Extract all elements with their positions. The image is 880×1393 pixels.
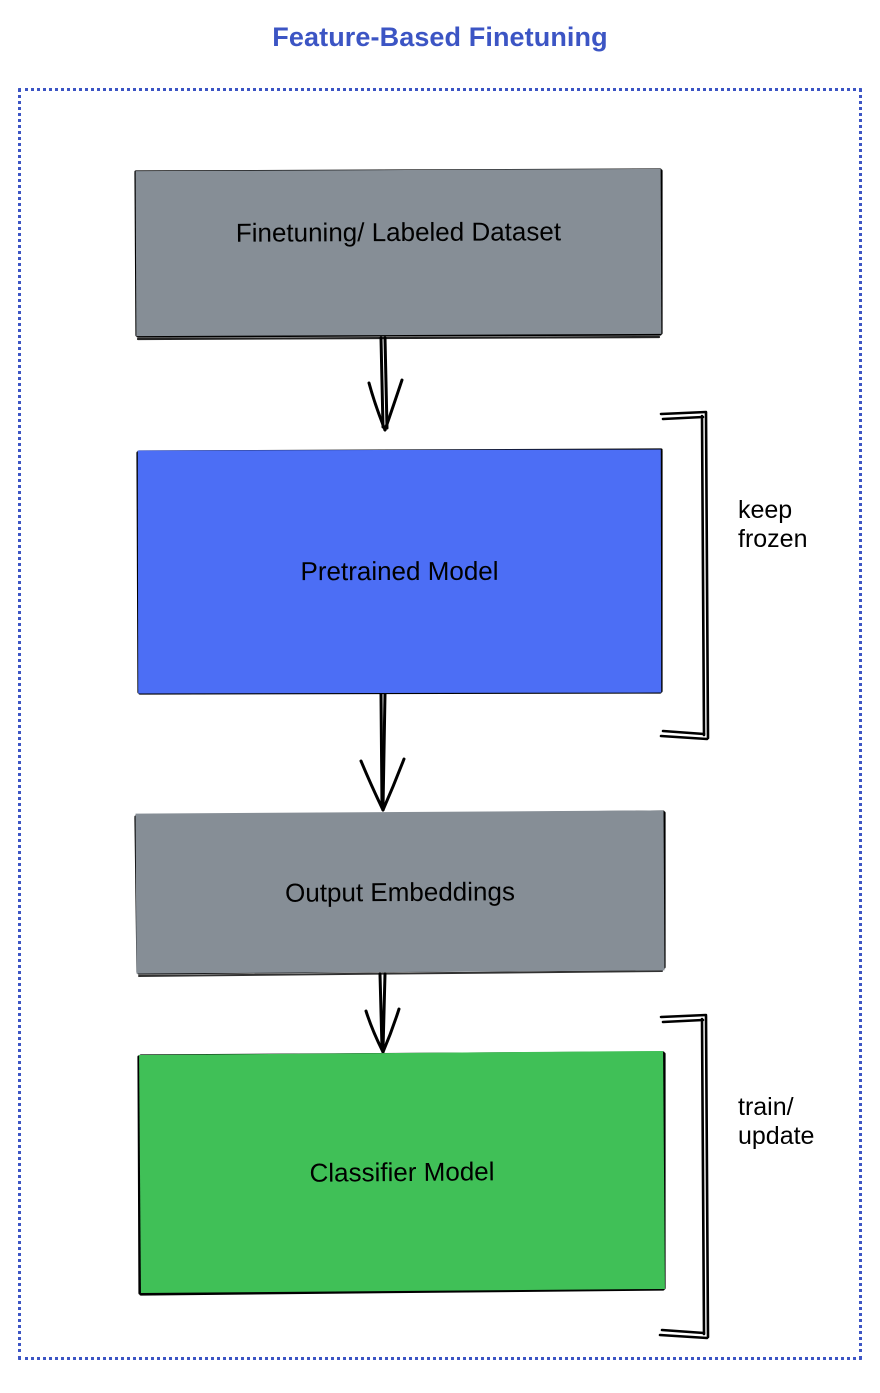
arrow-embeddings-to-classifier <box>364 972 401 1054</box>
annotation-keep-frozen: keep frozen <box>738 496 808 553</box>
node-label-classifier: Classifier Model <box>309 1155 495 1188</box>
annotation-train-update: train/ update <box>738 1093 815 1150</box>
node-classifier-model[interactable]: Classifier Model <box>139 1050 665 1294</box>
node-pretrained-model[interactable]: Pretrained Model <box>137 449 662 694</box>
arrow-dataset-to-pretrained <box>367 336 404 432</box>
node-label-dataset: Finetuning/ Labeled Dataset <box>235 216 562 248</box>
keep-frozen-bracket <box>659 410 710 741</box>
page-title: Feature-Based Finetuning <box>272 22 608 52</box>
node-finetuning-labeled-dataset[interactable]: Finetuning/ Labeled Dataset <box>135 168 662 337</box>
node-output-embeddings[interactable]: Output Embeddings <box>135 810 665 974</box>
node-label-pretrained: Pretrained Model <box>300 556 499 587</box>
train-update-bracket <box>658 1013 710 1340</box>
arrow-pretrained-to-embeddings <box>359 692 406 812</box>
node-label-embeddings: Output Embeddings <box>285 876 515 908</box>
diagram-outer-frame <box>18 88 862 1360</box>
